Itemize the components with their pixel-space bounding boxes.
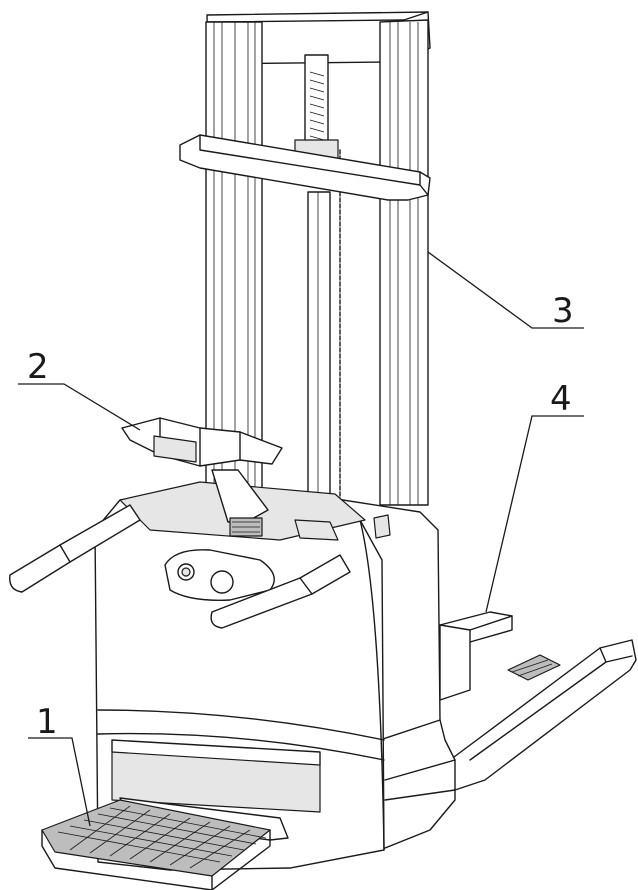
callout-label-2: 2 — [27, 347, 49, 387]
callout-label-4: 4 — [550, 379, 572, 419]
callout-4: 4 — [485, 379, 584, 613]
fork-arms — [439, 611, 637, 791]
callout-1: 1 — [28, 702, 91, 827]
callout-label-1: 1 — [36, 702, 58, 742]
side-guard-arms — [9, 504, 391, 629]
operator-step-platform — [41, 797, 289, 890]
callout-2: 2 — [18, 347, 141, 431]
lifting-mast — [179, 11, 431, 506]
callout-3: 3 — [427, 251, 584, 331]
callout-label-3: 3 — [552, 291, 574, 331]
tiller-handle — [121, 417, 283, 537]
